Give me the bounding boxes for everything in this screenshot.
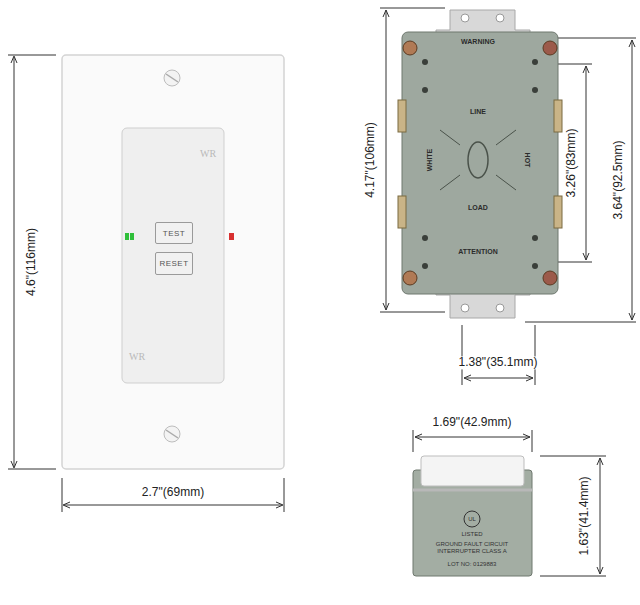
screw <box>164 426 180 442</box>
listing-text: LISTED <box>461 531 482 538</box>
device-body <box>402 32 558 294</box>
reset-button: RESET <box>155 252 193 275</box>
ul-mark-text: UL <box>468 516 476 523</box>
test-button: TEST <box>155 222 193 244</box>
weather-resistant-mark: WR <box>200 148 216 159</box>
device-marking: HOT <box>523 153 531 168</box>
dimension-text: 4.6"(116mm) <box>25 226 38 298</box>
listing-text: GROUND FAULT CIRCUIT INTERRUPTER CLASS A <box>433 541 511 554</box>
dimension-text: 4.17"(106mm) <box>364 120 377 200</box>
listing-text: LOT NO: 0129883 <box>448 561 497 568</box>
weather-resistant-mark: WR <box>129 351 145 362</box>
dimension-text: 1.69"(42.9mm) <box>431 416 514 429</box>
device-marking: LOAD <box>468 204 488 212</box>
green-led <box>125 233 129 240</box>
button-label: TEST <box>163 229 185 238</box>
terminal-screw <box>398 41 562 285</box>
device-marking: WHITE <box>426 149 434 172</box>
screw <box>164 70 180 86</box>
side-face <box>421 456 524 486</box>
dimension-text: 1.63"(41.4mm) <box>578 475 591 558</box>
device-marking: ATTENTION <box>458 248 498 256</box>
dimension-text: 2.7"(69mm) <box>140 486 206 499</box>
device-marking: WARNING <box>461 38 495 46</box>
dimension-text: 1.38"(35.1mm) <box>457 356 540 369</box>
gfci-face <box>122 128 224 383</box>
ul-mark <box>464 511 480 527</box>
red-led <box>229 233 234 240</box>
wall-plate <box>62 55 284 469</box>
dimension-line <box>8 8 636 576</box>
dimension-text: 3.26"(83mm) <box>565 127 578 200</box>
dimension-text: 3.64"(92.5mm) <box>612 139 625 222</box>
button-label: RESET <box>159 259 188 268</box>
device-marking: LINE <box>470 108 486 116</box>
